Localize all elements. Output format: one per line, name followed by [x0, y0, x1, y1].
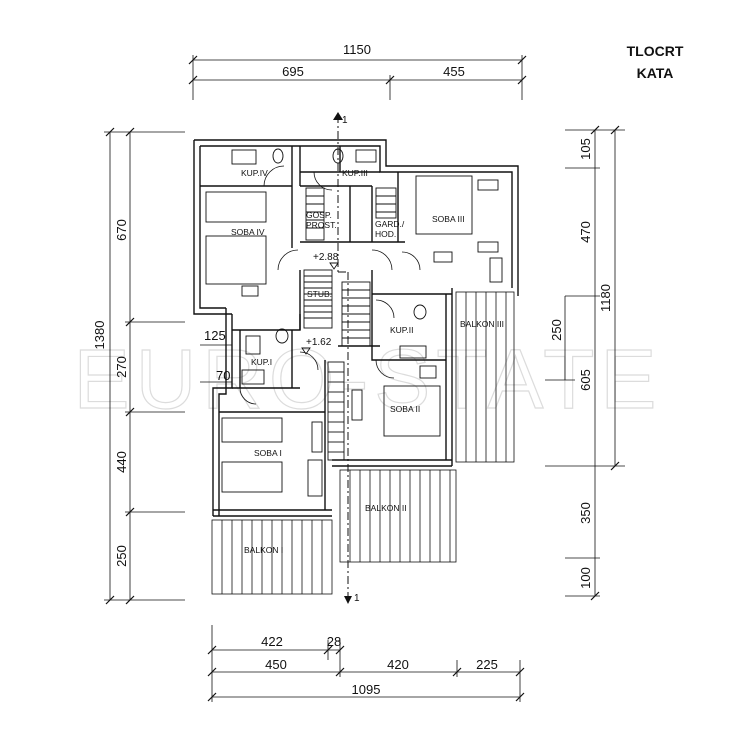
dim-bottom-225: 225: [476, 657, 498, 672]
dim-left-270: 270: [114, 356, 129, 378]
dim-right-605: 605: [578, 369, 593, 391]
room-label-kup-ii: KUP.II: [390, 325, 413, 335]
room-label-soba-iv: SOBA IV: [231, 227, 265, 237]
room-label-balkon-i: BALKON I: [244, 545, 283, 555]
dim-left-670: 670: [114, 219, 129, 241]
dim-right-105: 105: [578, 138, 593, 160]
room-label-gosp-line2: PROST.: [306, 220, 337, 230]
walls: [193, 139, 519, 517]
plan-title-line1: TLOCRT: [626, 43, 684, 59]
staircase: [303, 187, 397, 461]
plan-title-line2: KATA: [636, 65, 674, 81]
furniture: [205, 175, 503, 497]
dim-bottom-450: 450: [265, 657, 287, 672]
plan-title: TLOCRT KATA: [615, 40, 695, 84]
watermark-text: EURO-STATE: [74, 332, 663, 426]
door-swings: [239, 165, 421, 405]
room-label-balkon-ii: BALKON II: [365, 503, 407, 513]
level-marker-icons: [301, 262, 339, 355]
section-markers: [333, 112, 352, 604]
room-label-balkon-iii: BALKON III: [460, 319, 504, 329]
section-mark-top: 1: [342, 115, 348, 126]
dim-right-100: 100: [578, 567, 593, 589]
room-label-kup-i: KUP.I: [251, 357, 272, 367]
room-label-gard-line1: GARD./: [375, 219, 405, 229]
level-lower: +1.62: [306, 337, 332, 348]
dim-bottom-420: 420: [387, 657, 409, 672]
room-label-soba-iii: SOBA III: [432, 214, 465, 224]
dim-125: 125: [204, 328, 226, 343]
dim-inner-250: 250: [549, 319, 564, 341]
room-label-gosp-line1: GOSP.: [306, 210, 332, 220]
balcony-hatching: [211, 291, 515, 595]
dim-right-350: 350: [578, 502, 593, 524]
dim-left-440: 440: [114, 451, 129, 473]
dim-70: 70: [216, 368, 230, 383]
section-line: [337, 115, 349, 600]
room-label-stub: STUB.: [307, 289, 332, 299]
dim-right-total: 1180: [598, 284, 613, 312]
dim-top-total: 1150: [343, 42, 371, 57]
section-mark-bottom: 1: [354, 593, 360, 604]
level-upper: +2.88: [313, 252, 339, 263]
room-label-gard-line2: HOD.: [375, 229, 396, 239]
dim-bottom-28: 28: [327, 634, 341, 649]
dim-top-right: 455: [443, 64, 465, 79]
room-label-kup-iv: KUP.IV: [241, 168, 268, 178]
room-label-soba-ii: SOBA II: [390, 404, 420, 414]
dim-left-total: 1380: [92, 321, 107, 350]
dimension-ticks: [105, 55, 620, 702]
room-label-kup-iii: KUP.III: [342, 168, 368, 178]
dim-bottom-total: 1095: [352, 682, 381, 697]
dim-right-470: 470: [578, 221, 593, 243]
dim-bottom-422: 422: [261, 634, 283, 649]
dim-left-250: 250: [114, 545, 129, 567]
room-label-soba-i: SOBA I: [254, 448, 282, 458]
dim-top-left: 695: [282, 64, 304, 79]
